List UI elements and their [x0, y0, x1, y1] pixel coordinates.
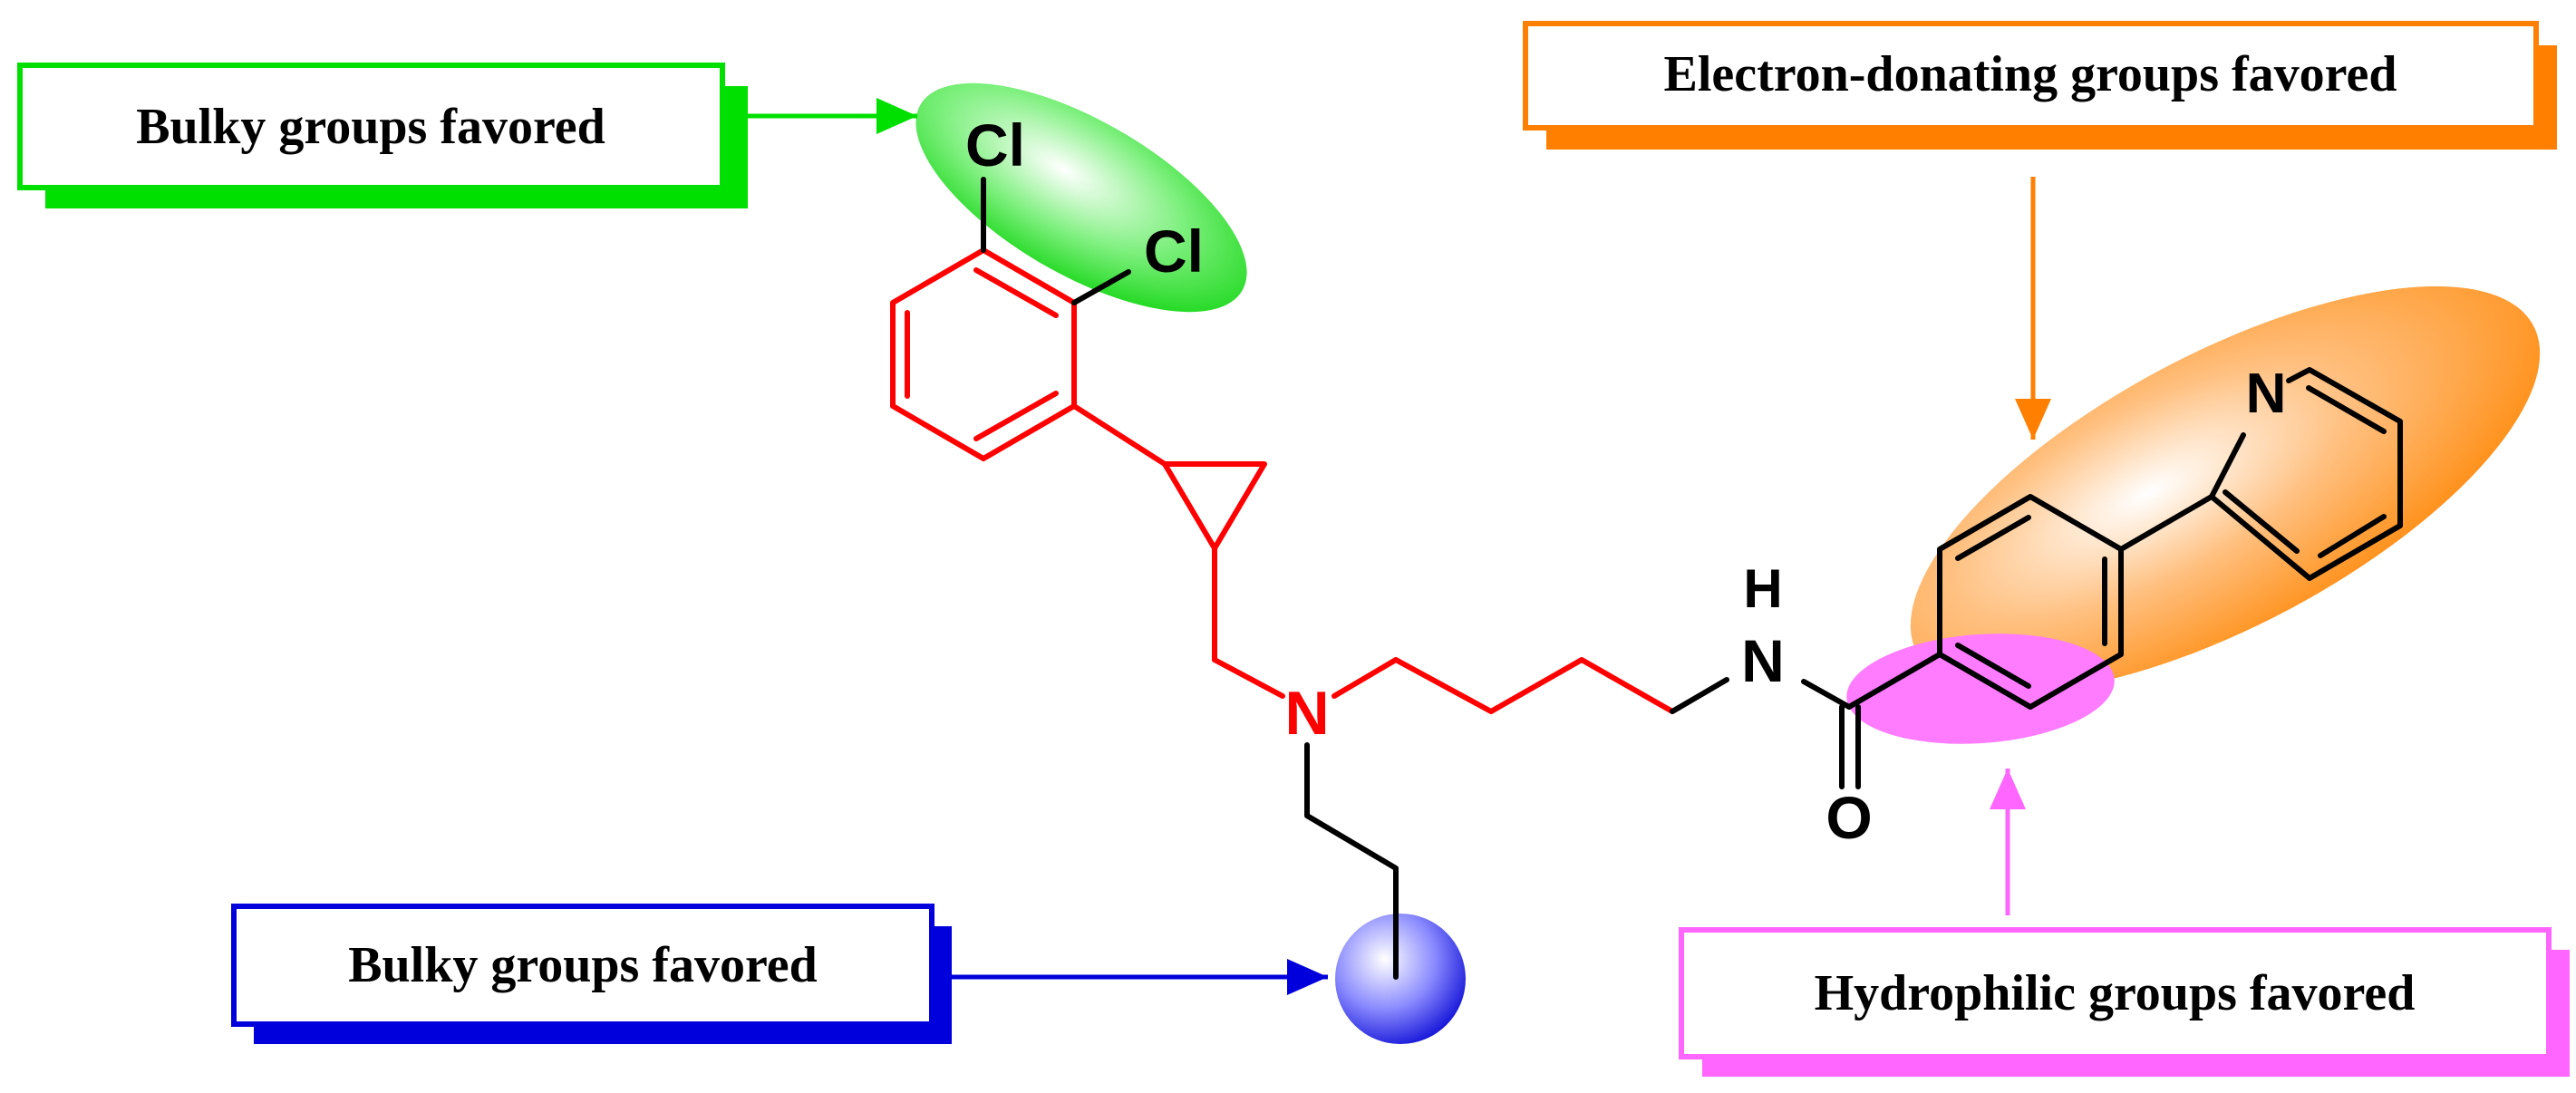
atom-pyridine-n: N: [2246, 363, 2287, 425]
label-bottom-right: Hydrophilic groups favored: [1815, 965, 2416, 1021]
label-top-left: Bulky groups favored: [136, 99, 605, 155]
atom-cl-1: Cl: [965, 111, 1025, 179]
atom-amide-n: N: [1741, 627, 1785, 694]
label-box-bottom-right: Hydrophilic groups favored: [1679, 927, 2570, 1077]
label-box-top-left: Bulky groups favored: [17, 63, 748, 208]
highlight-benzamide: [1846, 634, 2115, 744]
atom-amide-h: H: [1743, 558, 1782, 619]
label-box-bottom-left: Bulky groups favored: [231, 904, 952, 1044]
label-top-right: Electron-donating groups favored: [1664, 46, 2397, 102]
molecule-black-fragment: [981, 177, 2403, 980]
label-box-top-right: Electron-donating groups favored: [1523, 21, 2557, 150]
atom-amine-n: N: [1284, 679, 1329, 748]
highlight-dichloro: [915, 82, 1247, 313]
bulky-sphere: [1335, 914, 1466, 1044]
atom-cl-2: Cl: [1144, 218, 1204, 285]
molecule-red-fragment: [890, 247, 1675, 714]
atom-carbonyl-o: O: [1825, 784, 1872, 851]
label-bottom-left: Bulky groups favored: [348, 937, 818, 993]
